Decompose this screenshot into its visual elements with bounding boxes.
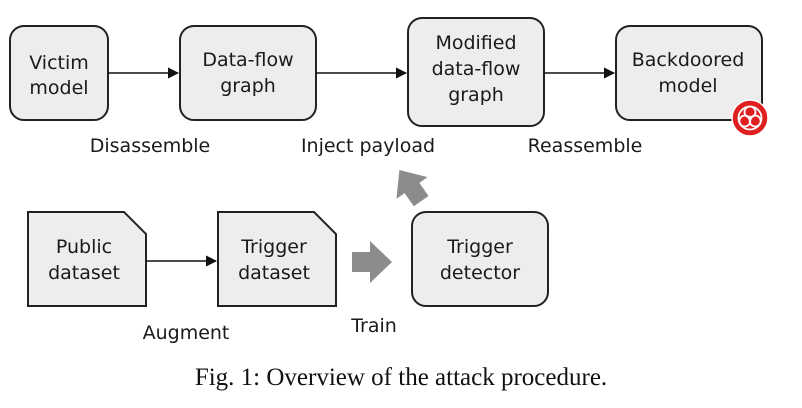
modified-graph-line-1: Modified <box>435 32 516 54</box>
backdoored-model-line-2: model <box>658 75 717 97</box>
step-train: Train <box>350 315 397 337</box>
trigger-detector-line-1: Trigger <box>446 236 513 258</box>
step-disassemble: Disassemble <box>90 135 210 157</box>
victim-model-line-1: Victim <box>29 52 89 74</box>
modified-graph-line-3: graph <box>448 84 504 106</box>
public-dataset-node: Public dataset <box>27 211 147 307</box>
victim-model-node: Victim model <box>9 25 109 121</box>
biohazard-icon <box>731 99 769 137</box>
trigger-detector-line-2: detector <box>440 262 520 284</box>
step-reassemble: Reassemble <box>528 135 643 157</box>
trigger-dataset-line-2: dataset <box>238 262 310 284</box>
trigger-dataset-line-1: Trigger <box>240 236 307 258</box>
backdoored-model-line-1: Backdoored <box>632 49 745 71</box>
trigger-detector-node: Trigger detector <box>411 211 549 307</box>
victim-model-line-2: model <box>29 77 88 99</box>
data-flow-graph-line-1: Data-flow <box>202 49 293 71</box>
public-dataset-line-2: dataset <box>48 262 120 284</box>
modified-data-flow-graph-node: Modified data-flow graph <box>407 17 545 127</box>
trigger-dataset-node: Trigger dataset <box>217 211 337 307</box>
backdoored-model-node: Backdoored model <box>615 25 763 121</box>
train-block-arrow <box>352 241 392 283</box>
modified-graph-line-2: data-flow <box>432 58 521 80</box>
figure-caption: Fig. 1: Overview of the attack procedure… <box>195 364 607 391</box>
step-inject-payload: Inject payload <box>301 135 435 157</box>
public-dataset-line-1: Public <box>56 236 112 258</box>
data-flow-graph-line-2: graph <box>220 75 276 97</box>
inject-block-arrow <box>396 169 429 207</box>
data-flow-graph-node: Data-flow graph <box>179 25 317 121</box>
step-augment: Augment <box>143 322 230 344</box>
